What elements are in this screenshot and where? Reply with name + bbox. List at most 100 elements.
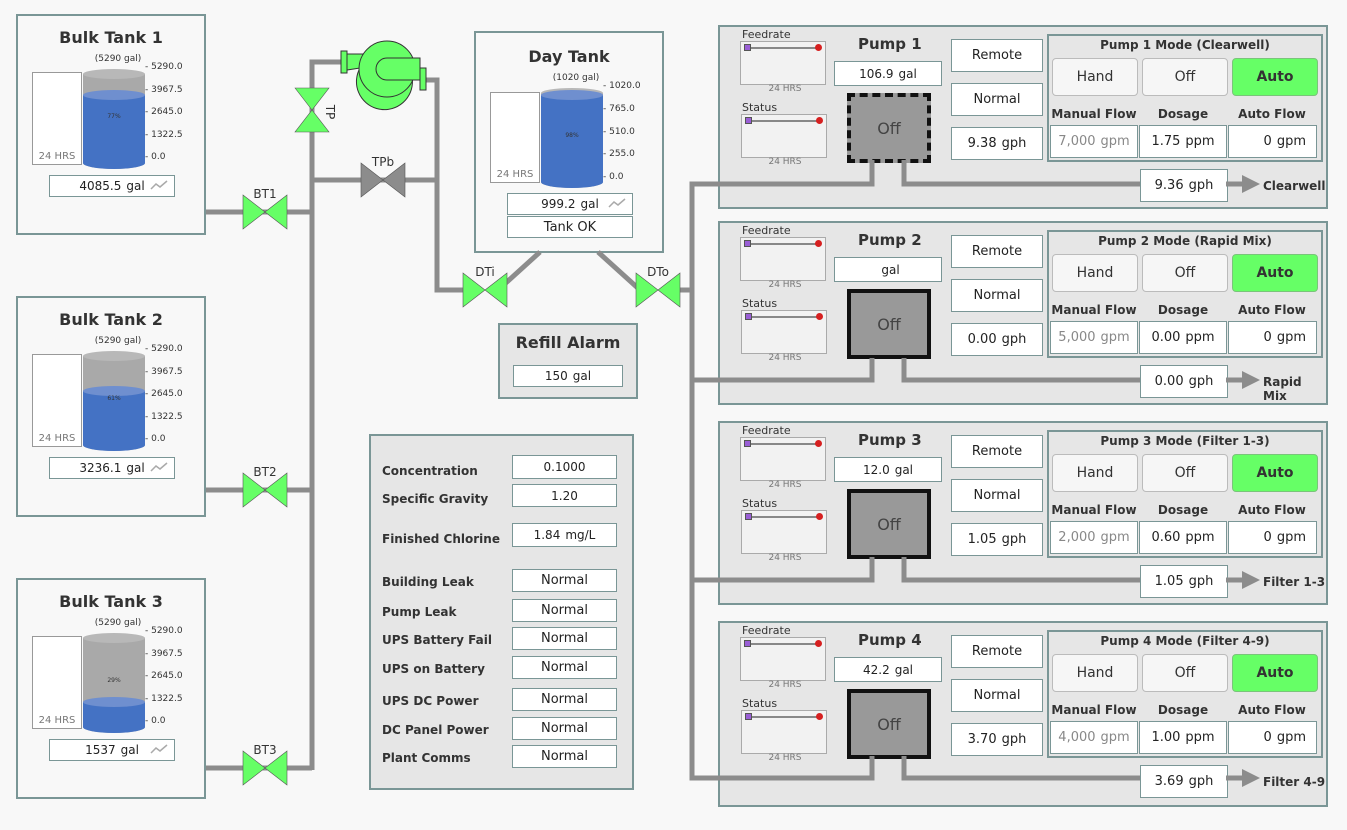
valve-dti-icon[interactable]: DTi (462, 265, 508, 308)
trend-icon[interactable] (608, 198, 626, 208)
scale-tick-label: - 0.0 (145, 716, 166, 726)
scale-tick-label: - 3967.5 (145, 84, 183, 95)
tank-level-fill (541, 94, 603, 188)
dosage-unit: ppm (1185, 134, 1215, 149)
feedrate-trend[interactable] (740, 437, 826, 481)
transfer-pump-icon[interactable] (340, 40, 427, 111)
scale-tick-label: - 0.0 (603, 172, 624, 183)
feedrate-label: Feedrate (742, 224, 791, 237)
auto-flow-number: 0 (1263, 530, 1272, 545)
bulk-tank-trend[interactable]: 24 HRS (32, 636, 82, 729)
dosage-input[interactable]: 1.75 ppm (1139, 125, 1227, 158)
status-trend[interactable] (741, 510, 827, 554)
status-trend[interactable] (741, 310, 827, 354)
column-label: Dosage (1157, 503, 1209, 517)
trend-label: 24 HRS (38, 433, 76, 444)
status-trend[interactable] (741, 114, 827, 158)
trend-line (745, 643, 821, 645)
feedrate-trend[interactable] (740, 41, 826, 85)
trend-label: 24 HRS (768, 280, 802, 290)
pump-remote-status: Remote (951, 39, 1043, 72)
mode-button-auto[interactable]: Auto (1232, 58, 1318, 96)
dosage-value: 1.75 (1151, 134, 1181, 149)
trend-line (745, 443, 821, 445)
bulk-tank-level-gauge: 29% (83, 633, 145, 733)
trend-label: 24 HRS (768, 353, 802, 363)
trend-icon[interactable] (150, 462, 168, 472)
tank-percent-label: 29% (107, 677, 121, 684)
trend-line (746, 516, 822, 518)
pump-status-indicator[interactable]: Off (847, 689, 931, 759)
trend-icon[interactable] (150, 744, 168, 754)
feedrate-trend[interactable] (740, 637, 826, 681)
status-label: Status (742, 697, 778, 710)
day-tank-capacity: (1020 gal) (552, 73, 600, 83)
mode-button-hand[interactable]: Hand (1052, 454, 1138, 492)
column-label: Auto Flow (1238, 703, 1306, 717)
valve-tp-icon[interactable]: TP (294, 87, 337, 133)
mode-button-hand[interactable]: Hand (1052, 254, 1138, 292)
trend-end-marker (815, 240, 822, 247)
auto-flow-unit: gpm (1276, 330, 1306, 345)
pump-title: Pump 2 (858, 231, 922, 249)
valve-bt2-icon[interactable]: BT2 (242, 465, 288, 508)
day-tank-status: Tank OK (507, 216, 633, 238)
mode-button-auto[interactable]: Auto (1232, 254, 1318, 292)
mode-title: Pump 2 Mode (Rapid Mix) (1098, 234, 1272, 248)
mode-button-off[interactable]: Off (1142, 654, 1228, 692)
pump-status-indicator[interactable]: Off (847, 289, 931, 359)
trend-end-marker (816, 313, 823, 320)
scale-tick-label: - 1322.5 (145, 693, 183, 704)
mode-button-auto[interactable]: Auto (1232, 454, 1318, 492)
valve-bt3-icon[interactable]: BT3 (242, 743, 288, 786)
day-tank-trend[interactable]: 24 HRS (490, 92, 540, 183)
pump-status-indicator[interactable]: Off (847, 489, 931, 559)
pump-status-indicator[interactable]: Off (847, 93, 931, 163)
setpoint-value: 150 (544, 369, 568, 383)
mode-button-off[interactable]: Off (1142, 454, 1228, 492)
mode-button-hand[interactable]: Hand (1052, 58, 1138, 96)
pipe-tp-out (425, 77, 470, 293)
status-panel: Concentration 0.1000 Specific Gravity 1.… (369, 434, 634, 790)
concentration-value[interactable]: 0.1000 (512, 455, 617, 479)
mode-button-auto[interactable]: Auto (1232, 654, 1318, 692)
trend-start-marker (744, 440, 751, 447)
bulk-tank-3-panel: Bulk Tank 3 (5290 gal) 24 HRS 29% - 5290… (16, 578, 206, 799)
status-trend[interactable] (741, 710, 827, 754)
mode-button-hand[interactable]: Hand (1052, 654, 1138, 692)
output-rate-value: 3.69 (1154, 774, 1184, 789)
scale-tick-label: - 1322.5 (145, 411, 183, 422)
scale-tick-label: - 510.0 (603, 126, 635, 137)
bulk-tank-trend[interactable]: 24 HRS (32, 354, 82, 447)
valve-bt1-icon[interactable]: BT1 (242, 187, 288, 230)
trend-icon[interactable] (150, 180, 168, 190)
bulk-tank-trend[interactable]: 24 HRS (32, 72, 82, 165)
auto-flow-number: 0 (1263, 330, 1272, 345)
mode-button-off[interactable]: Off (1142, 254, 1228, 292)
trend-end-marker (816, 713, 823, 720)
valve-dto-icon[interactable]: DTo (635, 265, 681, 308)
trend-start-marker (744, 44, 751, 51)
mode-button-off[interactable]: Off (1142, 58, 1228, 96)
specific-gravity-value[interactable]: 1.20 (512, 484, 617, 507)
feedrate-trend[interactable] (740, 237, 826, 281)
valve-tpb-icon[interactable]: TPb (360, 155, 406, 198)
pump-destination: Clearwell (1263, 179, 1326, 193)
